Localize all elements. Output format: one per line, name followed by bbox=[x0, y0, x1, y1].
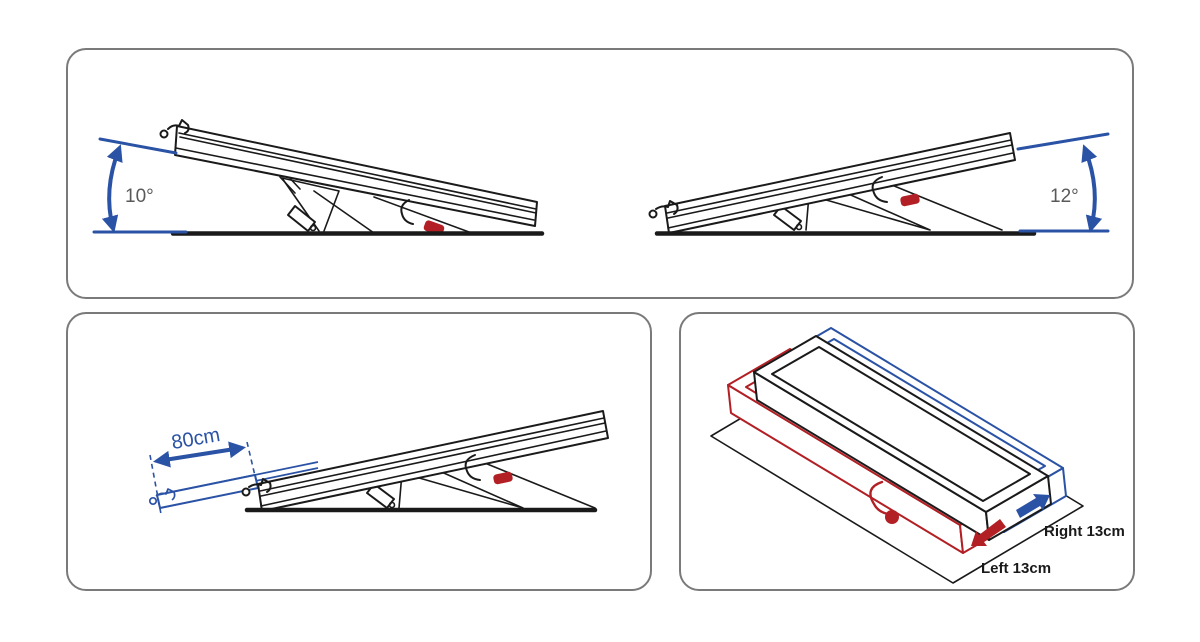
incline-line-blue bbox=[1016, 132, 1110, 151]
angle-arc bbox=[101, 144, 123, 233]
tilt-table-side-view bbox=[647, 131, 1017, 235]
pull-handle bbox=[869, 480, 899, 524]
tilt-angles-drawing: 10° 12° bbox=[92, 119, 1110, 236]
incline-line-blue bbox=[98, 137, 178, 155]
pull-handle-cord bbox=[869, 480, 890, 516]
extension-line-left bbox=[149, 454, 162, 515]
diagram-tilt-right: 12° bbox=[647, 131, 1110, 236]
tilt-table-side-view-rising-left bbox=[159, 119, 538, 236]
diagram-tilt-left: 10° bbox=[92, 119, 545, 236]
dimension-label: 80cm bbox=[170, 424, 222, 454]
angle-arc bbox=[1081, 144, 1103, 233]
actuator bbox=[279, 172, 317, 232]
tilt-table-side-view bbox=[240, 409, 610, 513]
angle-label-right: 12° bbox=[1050, 186, 1079, 207]
dimension-arrow bbox=[153, 441, 246, 468]
extension-section-blue bbox=[148, 461, 319, 509]
panel-tilt-angles: 10° 12° bbox=[66, 48, 1134, 299]
table-slab bbox=[174, 125, 538, 227]
support-frame bbox=[281, 177, 470, 234]
pull-knob bbox=[885, 510, 899, 524]
panel-lateral-slide: Right 13cm Left 13cm bbox=[679, 312, 1135, 591]
extension-drawing: 80cm bbox=[148, 409, 610, 515]
extension-line-right bbox=[246, 441, 257, 481]
label-left-13cm: Left 13cm bbox=[981, 560, 1051, 577]
label-right-13cm: Right 13cm bbox=[1044, 523, 1125, 540]
arrow-left-red bbox=[971, 519, 1006, 546]
arrow-right-blue bbox=[1016, 494, 1050, 518]
lateral-slide-drawing: Right 13cm Left 13cm bbox=[710, 327, 1125, 584]
angle-label-left: 10° bbox=[125, 186, 154, 207]
end-fitting bbox=[159, 119, 190, 139]
panel-extension-80cm: 80cm bbox=[66, 312, 652, 591]
